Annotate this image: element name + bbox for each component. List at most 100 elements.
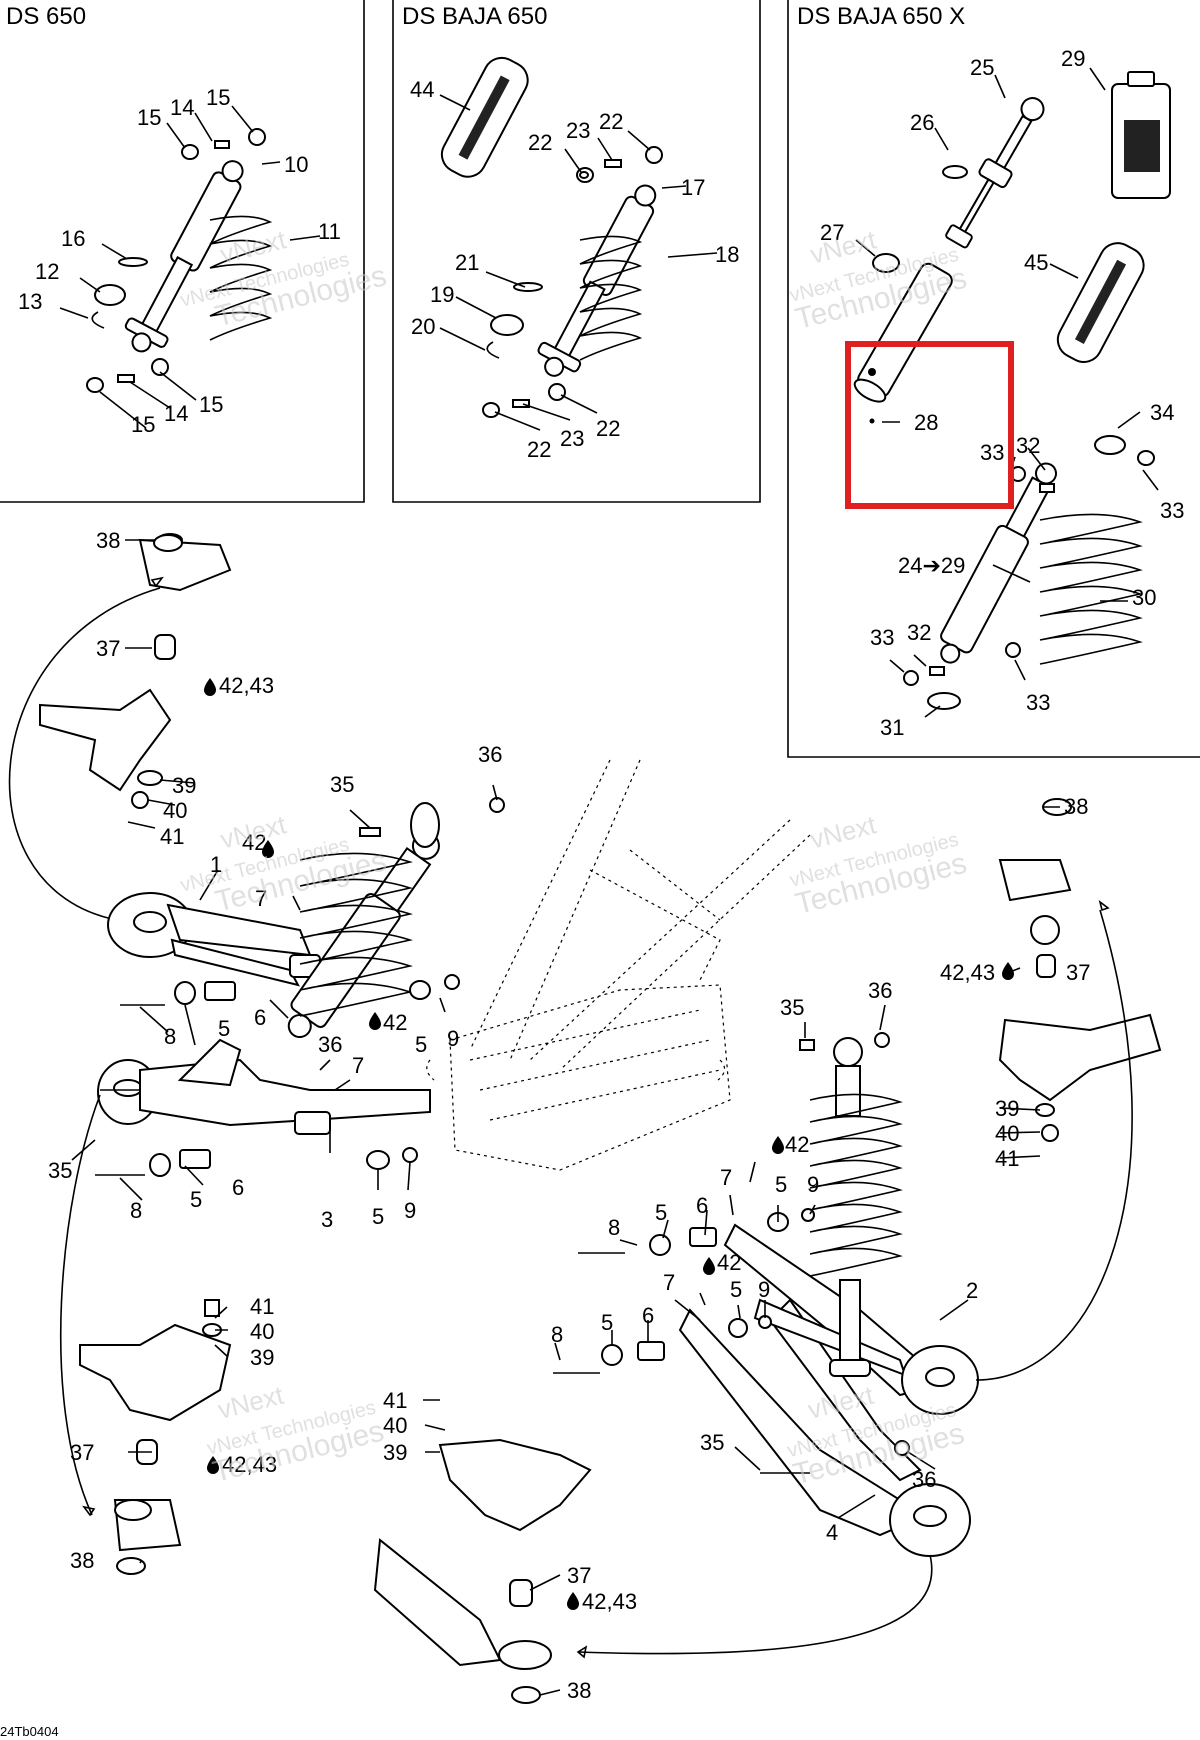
upper-ball-joint-left [138,533,232,660]
watermark-line1: vNext [807,224,879,269]
callout-p2-3: 22 [599,109,623,134]
panel-title-dsbaja650: DS BAJA 650 [402,3,547,30]
callout-main-57: 39 [383,1440,407,1465]
panel-title-dsbaja650x: DS BAJA 650 X [797,3,965,30]
callout-main-23: 3 [321,1207,333,1232]
callout-p1-5: 16 [61,226,85,251]
callout-p1-6: 12 [35,259,59,284]
callout-p3-9: 33 [1160,498,1184,523]
panel-dsbaja650x-art [853,67,1171,718]
callout-p2-0: 44 [410,77,434,102]
callout-main-56: 40 [383,1413,407,1438]
reservoir-44 [440,56,529,178]
circlips [116,534,1072,1704]
callout-p2-6: 21 [455,250,479,275]
callout-main-59: 36 [912,1467,936,1492]
callout-p2-9: 22 [527,437,551,462]
callout-main-24: 5 [372,1204,384,1229]
callout-main-21: 6 [232,1175,244,1200]
callout-main-34: 42 [785,1132,809,1157]
damper-rod-25 [945,97,1045,249]
steering-knuckle-lower-left [79,1299,232,1552]
callout-p2-4: 17 [681,175,705,200]
callout-main-39: 5 [655,1200,667,1225]
callout-main-1: 37 [96,636,120,661]
callout-main-13: 8 [164,1024,176,1049]
callout-main-54: 38 [70,1548,94,1573]
callout-main-0: 38 [96,528,120,553]
callout-p1-7: 13 [18,289,42,314]
callout-main-37: 9 [807,1172,819,1197]
callout-main-28: 37 [1066,960,1090,985]
panel-ds650-frame [0,0,365,503]
callout-main-6: 35 [330,772,354,797]
callout-main-25: 9 [404,1198,416,1223]
oil-bottle-29 [1111,71,1171,199]
callout-main-40: 6 [696,1193,708,1218]
panel-dsbaja650-art [439,56,718,431]
callout-main-55: 41 [383,1388,407,1413]
callout-main-5: 41 [160,824,184,849]
callout-main-2: 42,43 [219,673,274,698]
callout-main-48: 2 [966,1278,978,1303]
callout-p3-0: 29 [1061,46,1085,71]
callout-p3-11: 30 [1132,585,1156,610]
callout-main-62: 42,43 [582,1589,637,1614]
callout-main-58: 35 [700,1430,724,1455]
highlight-box [845,341,1014,509]
panel-dsbaja650-frame [392,0,761,503]
steering-knuckle-upper-left [39,688,172,809]
drop-icon [1002,962,1014,980]
callout-main-63: 38 [567,1678,591,1703]
callout-p2-7: 19 [430,282,454,307]
callout-p2-5: 18 [715,242,739,267]
callout-main-42: 7 [663,1270,675,1295]
drop-icon [369,1012,381,1030]
callout-main-51: 39 [250,1345,274,1370]
callout-main-53: 42,43 [222,1452,277,1477]
callout-main-31: 41 [995,1146,1019,1171]
watermark-line1: vNext [807,809,879,854]
callout-p1-9: 14 [164,401,188,426]
callout-main-30: 40 [995,1121,1019,1146]
callout-main-46: 5 [601,1310,613,1335]
callout-p3-4: 45 [1024,250,1048,275]
callout-main-9: 1 [210,852,222,877]
steering-knuckle-right [998,859,1162,1142]
callout-main-12: 6 [254,1005,266,1030]
callout-main-14: 42 [383,1010,407,1035]
callout-main-20: 5 [190,1187,202,1212]
callout-main-60: 4 [826,1520,838,1545]
callout-p3-15: 33 [1026,690,1050,715]
watermark-line1: vNext [215,1379,287,1424]
panel-title-ds650: DS 650 [6,3,86,30]
callout-main-18: 5 [415,1032,427,1057]
reservoir-45 [1056,242,1145,363]
drop-icon [567,1592,579,1610]
callout-main-17: 7 [352,1053,364,1078]
callout-main-50: 40 [250,1319,274,1344]
steering-knuckle-lower-center [373,1438,592,1670]
upper-a-arm-left-1 [107,892,321,987]
watermark-line1: vNext [217,224,289,269]
panel-dsbaja650x-frame [787,0,1200,758]
callout-main-27: 42,43 [940,960,995,985]
callout-main-32: 36 [868,978,892,1003]
callout-p3-1: 25 [970,55,994,80]
callout-p1-3: 10 [284,152,308,177]
callout-main-15: 9 [447,1026,459,1051]
drop-icon [207,1456,219,1474]
callout-main-4: 40 [163,798,187,823]
callout-p2-11: 22 [596,416,620,441]
callout-main-36: 5 [775,1172,787,1197]
callout-p3-5: 28 [914,410,938,435]
panel-frames [0,0,1200,758]
callout-main-8: 42 [242,830,266,855]
front-shock-left [287,831,440,1039]
lubricant-drop-icons [204,678,1014,1610]
callout-p2-1: 22 [528,130,552,155]
drawing-code: 24Tb0404 [0,1724,59,1739]
upper-a-arm-right-2 [723,1223,979,1415]
callout-p2-10: 23 [560,426,584,451]
